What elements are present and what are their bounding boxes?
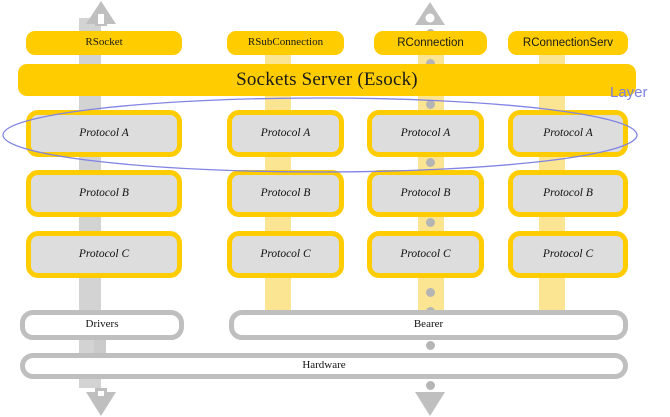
connector-dot	[426, 341, 435, 350]
protocol-box-c-col1[interactable]: Protocol C	[26, 231, 182, 278]
connector-dot	[426, 100, 435, 109]
api-box-rsubconnection[interactable]: RSubConnection	[227, 31, 344, 55]
drivers-down-arrow	[86, 388, 116, 416]
sockets-server-bar[interactable]: Sockets Server (Esock)	[18, 64, 636, 96]
bearer-box[interactable]: Bearer	[229, 310, 628, 340]
protocol-box-b-col2[interactable]: Protocol B	[227, 170, 344, 217]
connector-dot	[426, 218, 435, 227]
bearer-down-arrow	[415, 392, 445, 416]
api-box-rconnectionserv[interactable]: RConnectionServ	[508, 31, 628, 55]
api-box-rconnection[interactable]: RConnection	[374, 31, 487, 55]
protocol-box-a-col1[interactable]: Protocol A	[26, 110, 182, 157]
connector-dot	[426, 59, 435, 68]
connector-dot	[426, 158, 435, 167]
layer-label: Layer	[610, 84, 648, 101]
api-box-rsocket[interactable]: RSocket	[26, 31, 182, 55]
hardware-box[interactable]: Hardware	[20, 353, 628, 379]
protocol-box-a-col2[interactable]: Protocol A	[227, 110, 344, 157]
connector-dot	[426, 381, 435, 390]
connector-dot	[426, 288, 435, 297]
protocol-box-b-col4[interactable]: Protocol B	[508, 170, 628, 217]
protocol-box-c-col4[interactable]: Protocol C	[508, 231, 628, 278]
rsocket-up-arrow	[86, 1, 116, 26]
protocol-box-a-col4[interactable]: Protocol A	[508, 110, 628, 157]
rconnection-up-arrow	[415, 2, 445, 25]
protocol-box-c-col2[interactable]: Protocol C	[227, 231, 344, 278]
protocol-box-c-col3[interactable]: Protocol C	[367, 231, 484, 278]
protocol-box-b-col1[interactable]: Protocol B	[26, 170, 182, 217]
protocol-box-b-col3[interactable]: Protocol B	[367, 170, 484, 217]
drivers-box[interactable]: Drivers	[20, 310, 184, 340]
protocol-box-a-col3[interactable]: Protocol A	[367, 110, 484, 157]
